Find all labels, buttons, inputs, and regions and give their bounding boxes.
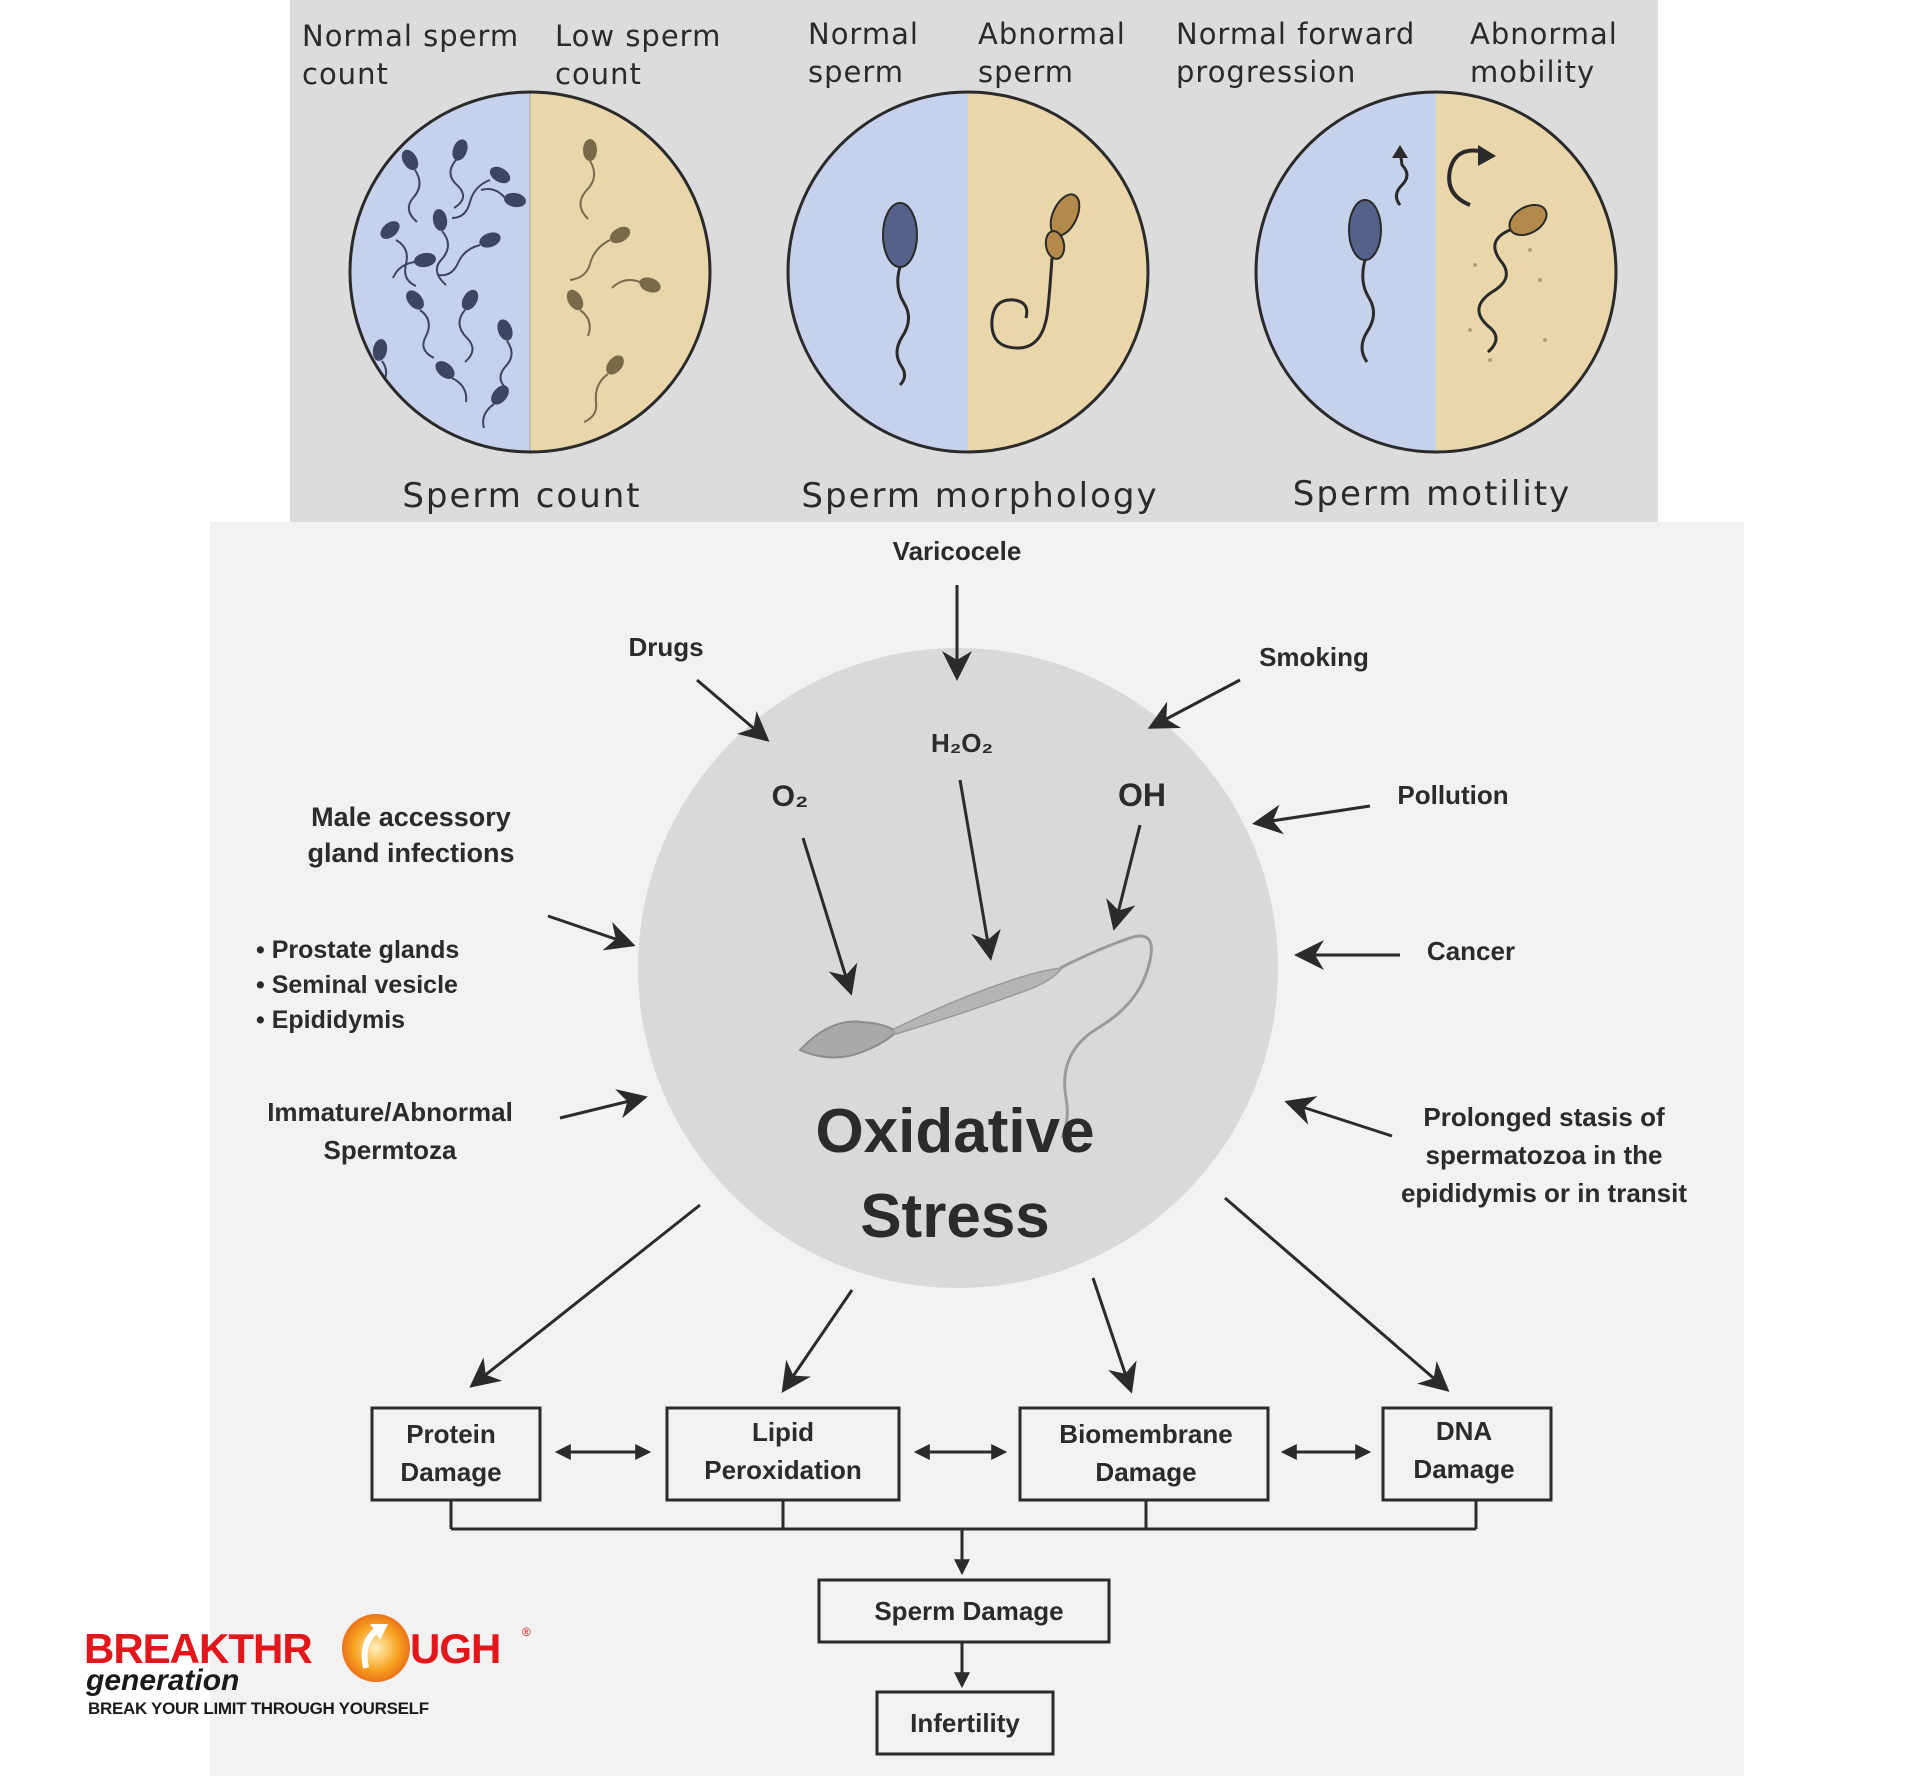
gland-list: • Prostate glands• Seminal vesicle• Epid… xyxy=(256,936,459,1034)
logo-sub: generation xyxy=(85,1664,239,1697)
abnormal-sperm-icon xyxy=(990,193,1081,350)
cause-arrows xyxy=(547,585,1400,1138)
sperm-damage-label: Sperm Damage xyxy=(874,1596,1063,1626)
caption-sperm-morphology: Sperm morphology xyxy=(801,476,1158,516)
cause-varicocele: Varicocele xyxy=(893,536,1022,566)
merge-connector xyxy=(449,1500,1478,1576)
logo-tagline: BREAK YOUR LIMIT THROUGH YOURSELF xyxy=(88,1699,429,1718)
cause-cancer: Cancer xyxy=(1427,936,1515,966)
o2-label: O₂ xyxy=(772,780,809,813)
abnormal-motility-icon xyxy=(1447,145,1548,362)
many-sperm-icon xyxy=(372,139,526,429)
caption-sperm-motility: Sperm motility xyxy=(1293,474,1571,514)
infertility-box: Infertility xyxy=(875,1690,1055,1756)
effect-arrows xyxy=(469,1196,1450,1394)
normal-sperm-icon xyxy=(882,202,918,387)
circle-outline xyxy=(348,90,712,454)
cause-smoking: Smoking xyxy=(1259,642,1369,672)
ros-arrows xyxy=(801,779,1142,996)
cause-pollution: Pollution xyxy=(1397,780,1508,810)
logo-ball-icon xyxy=(342,1614,410,1682)
oh-label: OH xyxy=(1118,777,1166,813)
sperm-morphology-circle xyxy=(786,90,1150,454)
sperm-illustration xyxy=(798,934,1153,1139)
forward-sperm-icon xyxy=(1348,145,1409,363)
sperm-damage-box: Sperm Damage xyxy=(817,1578,1111,1644)
logo-brand-part-2: UGH xyxy=(410,1625,500,1672)
h2o2-label: H₂O₂ xyxy=(931,728,993,758)
breakthrough-generation-logo: BREAKTHR UGH ® generation BREAK YOUR LIM… xyxy=(84,1614,531,1718)
sperm-count-circle xyxy=(348,90,712,454)
circle-outline xyxy=(786,90,1150,454)
cause-drugs: Drugs xyxy=(628,632,703,662)
logo-brand-part-1: BREAKTHR xyxy=(84,1625,312,1672)
few-sperm-icon xyxy=(566,139,661,423)
oxidative-stress-circle xyxy=(638,648,1278,1288)
sperm-motility-circle xyxy=(1254,90,1618,454)
circle-outline xyxy=(1254,90,1618,454)
registered-mark: ® xyxy=(522,1625,531,1639)
infertility-label: Infertility xyxy=(910,1708,1020,1738)
caption-sperm-count: Sperm count xyxy=(402,476,641,516)
